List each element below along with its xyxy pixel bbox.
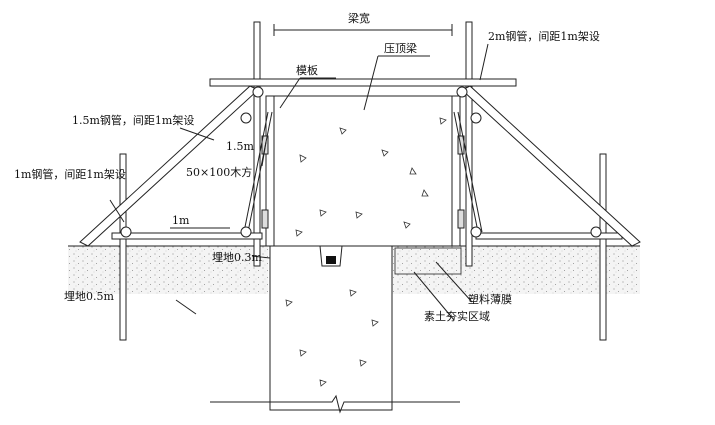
- beam-width-dimension: 梁宽: [273, 11, 453, 36]
- water-stop: [326, 256, 336, 264]
- top-horizontal-pipe: [209, 78, 517, 87]
- leader-lines: [109, 43, 489, 321]
- concrete-aggregate: [285, 117, 447, 387]
- embed-0-3m-label: 埋地0.3m: [212, 251, 262, 264]
- formwork-label: 模板: [296, 63, 318, 77]
- lower-wall: [210, 245, 460, 414]
- crown-beam-label: 压顶梁: [384, 41, 417, 55]
- timber-label: 50×100木方: [186, 165, 252, 179]
- text-labels: 压顶梁 模板 2m钢管，间距1m架设 1.5m钢管，间距1m架设 1.5m 50…: [14, 29, 600, 323]
- dim-1-5m-label: 1.5m: [226, 140, 254, 153]
- pipe-1-5m-label: 1.5m钢管，间距1m架设: [72, 113, 194, 127]
- pipe-2m-label: 2m钢管，间距1m架设: [488, 29, 600, 43]
- pipe-couplers: [120, 86, 602, 238]
- vertical-pipes: [119, 21, 607, 341]
- plain-soil-label: 素土夯实区域: [424, 309, 490, 323]
- crown-beam: [273, 95, 453, 267]
- pipe-1m-label: 1m钢管，间距1m架设: [14, 167, 126, 181]
- dim-1m-label: 1m: [172, 214, 190, 227]
- beam-width-label: 梁宽: [348, 11, 370, 25]
- embed-0-5m-label: 埋地0.5m: [64, 290, 114, 303]
- plastic-film-label: 塑料薄膜: [468, 292, 512, 306]
- compacted-soil-region: [394, 247, 462, 275]
